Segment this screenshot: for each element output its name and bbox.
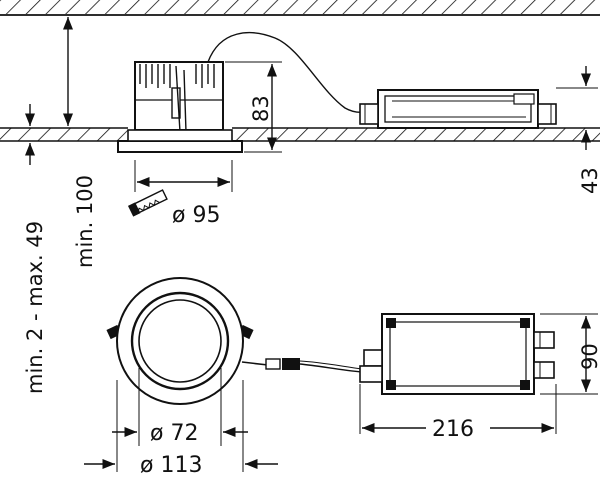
dim-driver-width: 90 [540,313,600,395]
dim-inner-diameter: ø 72 [112,368,248,446]
dim-driver-height: 43 [556,66,600,194]
dim-fixture-height: 83 [225,61,282,153]
label-fixture-height: 83 [249,95,273,122]
label-clearance: min. 100 [73,175,97,268]
label-ceiling-thickness: min. 2 - max. 49 [23,221,47,394]
label-driver-height: 43 [578,167,600,194]
label-driver-length: 216 [432,417,474,442]
driver-side-view [359,89,557,129]
driver-top-view [359,313,555,395]
fixture-top-view [106,277,254,405]
dim-outer-diameter: ø 113 [84,380,278,478]
dim-clearance: min. 100 [62,17,97,268]
label-cutout: ø 95 [172,203,220,228]
ceiling-slab [0,0,600,16]
cable-top [241,358,363,373]
hole-saw-icon [127,189,168,217]
label-outer-diameter: ø 113 [140,453,202,478]
dim-cutout: ø 95 [127,160,233,228]
cable-side [207,32,366,114]
label-inner-diameter: ø 72 [150,421,198,446]
dim-driver-length: 216 [359,384,557,442]
label-driver-width: 90 [578,343,600,370]
false-ceiling [0,127,600,142]
fixture-side-view [117,61,243,153]
dim-ceiling-thickness: min. 2 - max. 49 [12,104,50,394]
